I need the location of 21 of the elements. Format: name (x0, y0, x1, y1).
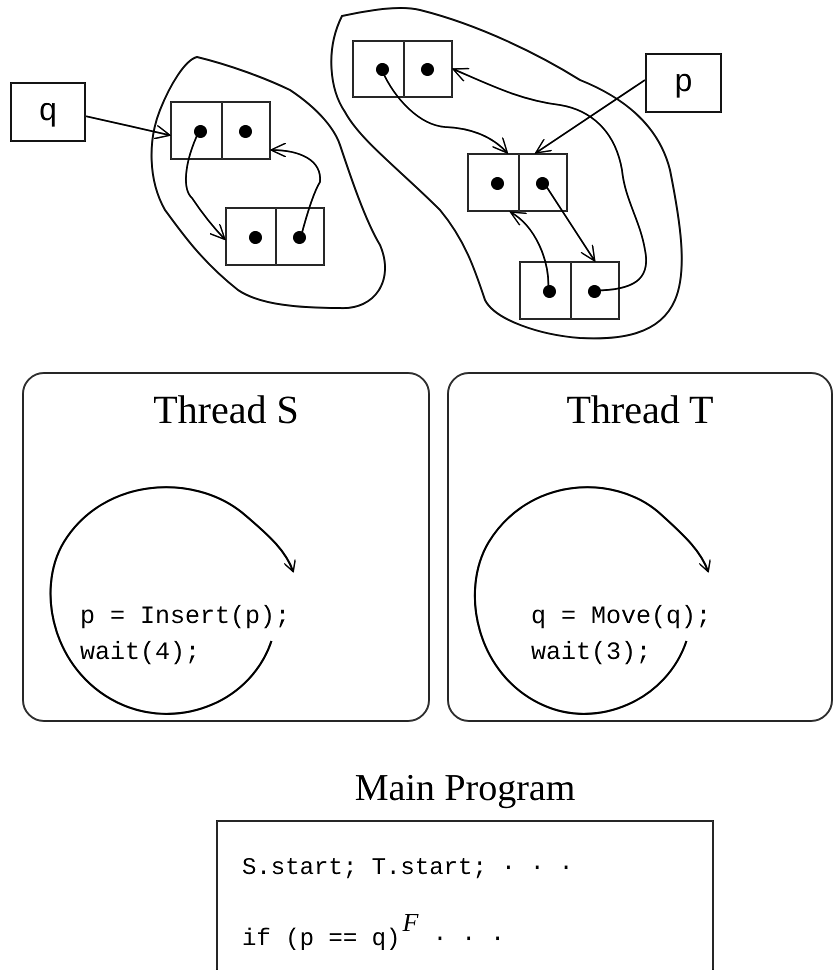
pointer-arrow (86, 115, 171, 140)
list-record (225, 207, 325, 266)
thread-title: Thread T (566, 388, 714, 432)
program-title: Main Program (354, 768, 576, 810)
pointer-arrow (452, 68, 648, 292)
thread-panel (22, 372, 430, 722)
region-outline (150, 56, 386, 309)
thread-title: Thread S (152, 388, 300, 432)
list-record (519, 261, 620, 320)
thread-panel (447, 372, 833, 722)
variable-name: q (38, 96, 58, 128)
variable-name: p (674, 67, 694, 99)
variable-box (645, 53, 722, 113)
variable-box (10, 82, 86, 142)
code-text: q = Move(q); wait(3); (531, 601, 712, 669)
list-record (170, 101, 271, 160)
code-text: p = Insert(p); wait(4); (80, 601, 292, 669)
pointer-arrow (534, 79, 646, 154)
code-line: S.start; T.start; · · · (242, 854, 574, 884)
list-record (467, 153, 568, 212)
list-record (352, 40, 453, 98)
